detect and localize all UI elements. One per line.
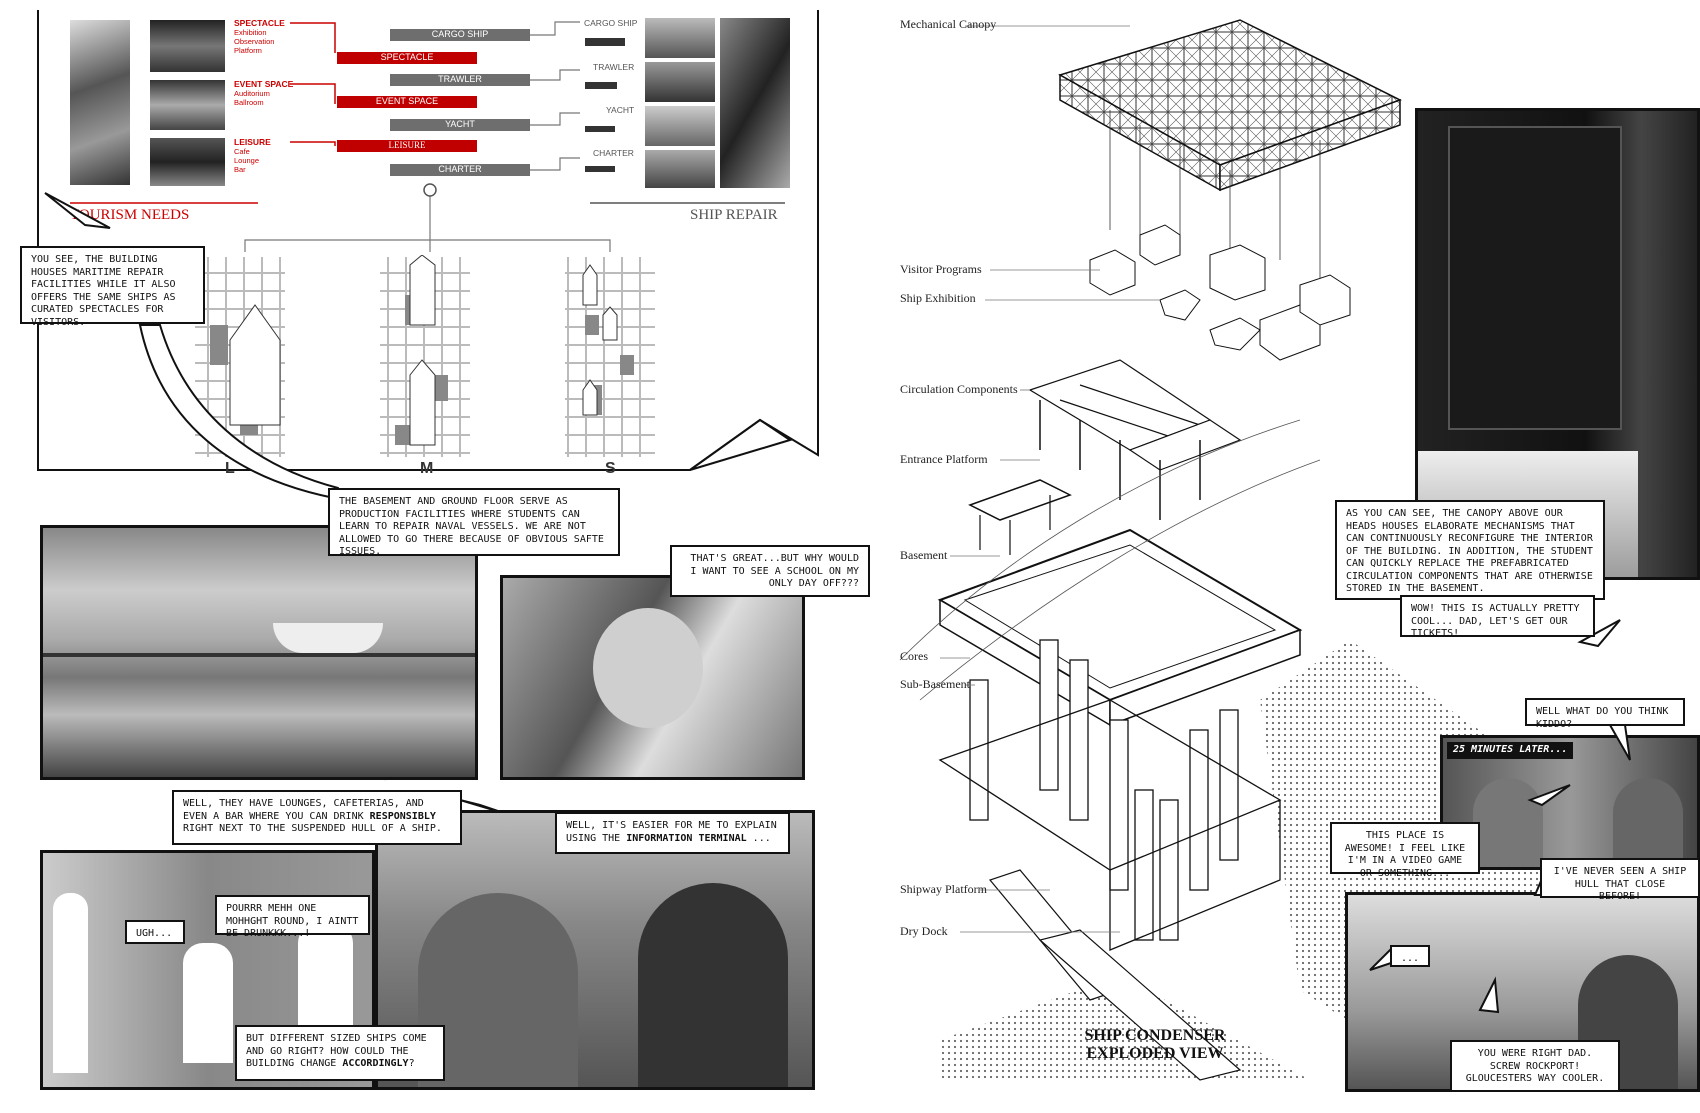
label-ship-exhibition: Ship Exhibition [900,291,976,305]
charter-photo [645,150,715,188]
exploded-view-title: SHIP CONDENSER EXPLODED VIEW [1060,1027,1250,1063]
bubble-text: THE BASEMENT AND GROUND FLOOR SERVE AS P… [339,496,604,557]
bubble-why-school: THAT'S GREAT...BUT WHY WOULD I WANT TO S… [670,545,870,597]
bubble-information-terminal: WELL, IT'S EASIER FOR ME TO EXPLAIN USIN… [555,812,790,854]
bubble-text: THAT'S GREAT...BUT WHY WOULD I WANT TO S… [690,553,859,589]
bubble-basement-production: THE BASEMENT AND GROUND FLOOR SERVE AS P… [328,488,620,557]
bubble-text: UGH... [136,928,173,939]
ship-type-label: TRAWLER [593,62,635,72]
bar-event-space: EVENT SPACE [337,96,477,108]
tourism-needs-label: TOURISM NEEDS [70,207,190,223]
caption-25-minutes: 25 MINUTES LATER... [1447,742,1574,759]
tourism-group-event: EVENT SPACE Auditorium Ballroom [234,79,293,107]
bubble-canopy-mechanisms: AS YOU CAN SEE, THE CANOPY ABOVE OUR HEA… [1335,500,1605,600]
label-entrance-platform: Entrance Platform [900,452,988,466]
bubble-text: YOU SEE, THE BUILDING HOUSES MARITIME RE… [31,254,176,328]
bubble-building-houses: YOU SEE, THE BUILDING HOUSES MARITIME RE… [20,246,205,328]
bubble-ellipsis: ... [1390,945,1430,967]
bar-leisure: LEISURE [337,140,477,152]
bubble-get-tickets: WOW! THIS IS ACTUALLY PRETTY COOL... DAD… [1400,595,1595,639]
size-s-label: S [605,460,616,477]
bubble-text: BUT DIFFERENT SIZED SHIPS COME AND GO RI… [246,1033,427,1069]
title-line-2: EXPLODED VIEW [1086,1045,1224,1062]
bubble-text: WELL WHAT DO YOU THINK KIDDO? [1536,706,1669,730]
bubble-different-sizes: BUT DIFFERENT SIZED SHIPS COME AND GO RI… [235,1025,445,1081]
repair-worker-photo [720,18,790,188]
bubble-emphasis: INFORMATION TERMINAL [626,832,747,844]
event-space-title: EVENT SPACE [234,79,294,89]
tourism-item: Cafe [234,147,250,156]
event-photo [150,80,225,130]
tourism-item: Ballroom [234,98,264,107]
tourism-group-leisure: LEISURE Cafe Lounge Bar [234,137,271,174]
bar-spectacle: SPECTACLE [337,52,477,64]
bubble-text: THIS PLACE IS AWESOME! I FEEL LIKE I'M I… [1344,830,1466,879]
tourism-item: Platform [234,46,262,55]
panel-25-minutes-later [1440,735,1700,870]
ship-repair-label: SHIP REPAIR [690,207,778,223]
flow-connectors [70,21,785,252]
label-basement: Basement [900,548,948,562]
bubble-text: WELL, THEY HAVE LOUNGES, CAFETERIAS, AND… [183,798,424,822]
bubble-what-do-you-think: WELL WHAT DO YOU THINK KIDDO? [1525,698,1685,730]
bubble-ugh: UGH... [125,920,185,944]
label-circulation-components: Circulation Components [900,382,1018,396]
tourism-group-spectacle: SPECTACLE Exhibition Observation Platfor… [234,18,285,55]
bubble-text: WOW! THIS IS ACTUALLY PRETTY COOL... DAD… [1411,603,1580,639]
spectacle-title: SPECTACLE [234,18,285,28]
tourism-item: Exhibition [234,28,267,37]
bubble-text: RIGHT NEXT TO THE SUSPENDED HULL OF A SH… [183,823,442,834]
tourism-item: Auditorium [234,89,270,98]
caption-text: 25 MINUTES LATER... [1453,744,1568,755]
bar-yacht: YACHT [390,119,530,131]
spectacle-photo [150,20,225,72]
bubble-lounges-bar: WELL, THEY HAVE LOUNGES, CAFETERIAS, AND… [172,790,462,845]
tourism-item: Lounge [234,156,260,165]
panel-section-render [40,525,478,780]
page-outline [37,10,819,471]
label-shipway-platform: Shipway Platform [900,882,987,896]
bubble-text: WELL, IT'S EASIER FOR ME TO EXPLAIN USIN… [566,820,777,844]
tourist-photo [70,20,130,185]
bubble-text: POURRR MEHH ONE MOHHGHT ROUND, I AINTT B… [226,903,359,939]
tourism-item: Bar [234,165,246,174]
bubble-text: AS YOU CAN SEE, THE CANOPY ABOVE OUR HEA… [1346,508,1593,594]
leisure-title: LEISURE [234,137,271,147]
bar-charter: CHARTER [390,164,530,176]
bubble-text: ... [752,832,771,844]
bubble-screw-rockport: YOU WERE RIGHT DAD. SCREW ROCKPORT! GLOU… [1450,1040,1620,1092]
size-l-label: L [225,460,235,477]
bubble-text: I'VE NEVER SEEN A SHIP HULL THAT CLOSE B… [1553,866,1687,902]
bubble-emphasis: RESPONSIBLY [369,810,436,822]
title-line-1: SHIP CONDENSER [1084,1027,1226,1044]
label-sub-basement: Sub-Basement [900,677,970,691]
label-visitor-programs: Visitor Programs [900,262,982,276]
bubble-never-seen-hull: I'VE NEVER SEEN A SHIP HULL THAT CLOSE B… [1540,858,1700,902]
size-m-label: M [420,460,434,477]
bar-trawler: TRAWLER [390,74,530,86]
ship-type-label: CARGO SHIP [584,18,638,28]
tourism-item: Observation [234,37,275,46]
cargo-ship-photo [645,18,715,58]
bubble-text: ... [1401,953,1420,964]
bubble-emphasis: ACCORDINGLY [342,1058,409,1069]
label-dry-dock: Dry Dock [900,924,948,938]
trawler-photo [645,62,715,102]
bubble-awesome: THIS PLACE IS AWESOME! I FEEL LIKE I'M I… [1330,822,1480,879]
ship-icons [585,38,635,178]
panel-bored-teen [500,575,805,780]
ship-type-label: CHARTER [593,148,634,158]
label-cores: Cores [900,649,928,663]
bubble-text: YOU WERE RIGHT DAD. SCREW ROCKPORT! GLOU… [1465,1048,1605,1084]
bar-cargo-ship: CARGO SHIP [390,29,530,41]
size-plans [195,255,655,457]
bubble-drunk: POURRR MEHH ONE MOHHGHT ROUND, I AINTT B… [215,895,370,939]
bubble-text: ? [408,1058,415,1069]
ship-type-label: YACHT [606,105,635,115]
label-mechanical-canopy: Mechanical Canopy [900,17,997,31]
leisure-photo [150,138,225,186]
yacht-photo [645,106,715,146]
